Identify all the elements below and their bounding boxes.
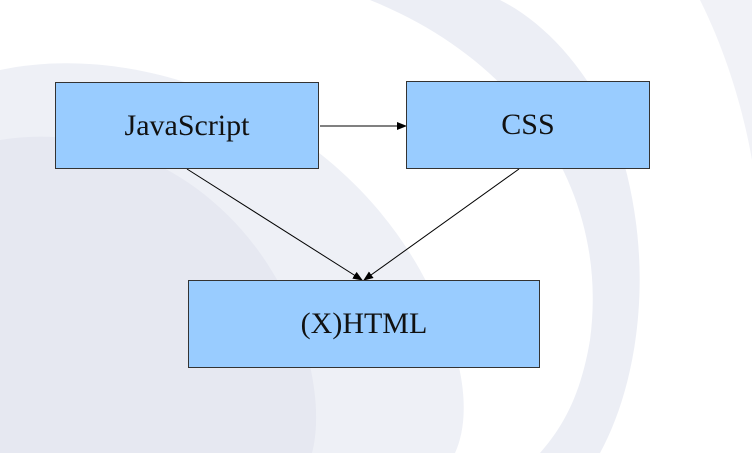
node-xhtml-label: (X)HTML	[300, 307, 428, 340]
node-css: CSS	[406, 81, 650, 169]
edge-css-to-xhtml	[363, 168, 520, 281]
node-javascript-label: JavaScript	[124, 108, 250, 142]
node-javascript: JavaScript	[55, 82, 319, 169]
node-css-label: CSS	[501, 108, 555, 141]
node-xhtml: (X)HTML	[188, 280, 540, 368]
edge-javascript-to-xhtml	[186, 168, 363, 281]
